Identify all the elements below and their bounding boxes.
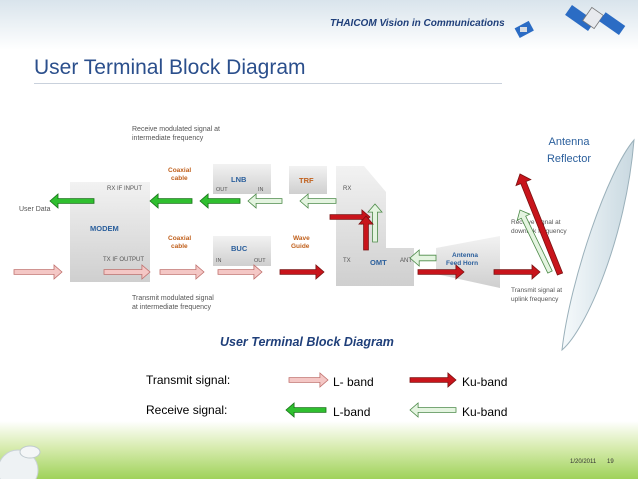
ku-band-transmit-arrow [515, 173, 564, 276]
legend-l-band-receive-label: L-band [333, 405, 371, 419]
trf-label: TRF [299, 176, 314, 185]
omt-rx-label: RX [343, 186, 351, 192]
legend-receive-label: Receive signal: [146, 403, 228, 417]
trf-block [289, 166, 327, 194]
satellite-icon [565, 5, 626, 35]
signal-arrows [13, 173, 564, 418]
satellite-icon [514, 20, 534, 39]
legend-l-band-receive-arrow [285, 402, 327, 418]
receive-note-line-2: intermediate frequency [132, 135, 204, 142]
lnb-out-label: OUT [216, 187, 228, 193]
transmit-note-line-2: at intermediate frequency [132, 304, 211, 311]
ku-band-receive-arrow [367, 203, 383, 243]
ku-band-receive-arrow [299, 193, 337, 209]
legend-ku-band-receive-label: Ku-band [462, 405, 508, 419]
diagram-caption: User Terminal Block Diagram [220, 335, 394, 349]
antenna-reflector-label: Antenna Reflector [534, 134, 604, 168]
lnb-block [213, 164, 271, 194]
rx-if-input-label: RX IF INPUT [107, 186, 142, 192]
header-banner: THAICOM Vision in Communications [0, 0, 638, 50]
modem-label: MODEM [90, 224, 119, 233]
feed-horn-label-1: Antenna [452, 252, 478, 259]
page-title: User Terminal Block Diagram [34, 56, 306, 79]
feed-horn-block [436, 236, 500, 288]
l-band-receive-arrow [199, 193, 241, 209]
buc-out-label: OUT [254, 258, 266, 264]
omt-label: OMT [370, 258, 387, 267]
antenna-label-line-1: Antenna [548, 136, 590, 148]
buc-block [213, 236, 271, 266]
tx-if-output-label: TX IF OUTPUT [103, 257, 144, 263]
l-band-transmit-arrow [159, 264, 205, 280]
wave-guide-label-2: Guide [291, 243, 310, 250]
l-band-transmit-arrow [217, 264, 263, 280]
transmit-note-line-1: Transmit modulated signal [132, 295, 214, 302]
buc-label: BUC [231, 244, 248, 253]
coaxial-label-top-2: cable [171, 175, 188, 182]
legend-ku-band-transmit-arrow [409, 372, 457, 388]
l-band-receive-arrow [49, 193, 95, 209]
ku-band-transmit-arrow [279, 264, 325, 280]
uplink-note-line-2: uplink frequency [511, 296, 559, 303]
title-divider [34, 83, 502, 84]
antenna-label-line-2: Reflector [546, 153, 592, 165]
downlink-note-line-2: downlink frequency [511, 228, 567, 235]
omt-tx-label: TX [343, 258, 351, 264]
footer-date: 1/20/2011 [570, 459, 597, 465]
l-band-transmit-arrow [103, 264, 151, 280]
buc-in-label: IN [216, 258, 222, 264]
user-data-label: User Data [19, 206, 51, 213]
coaxial-label-bottom-2: cable [171, 243, 188, 250]
omt-ant-label: ANT [400, 258, 412, 264]
ku-band-receive-arrow [516, 209, 553, 274]
ku-band-receive-arrow [247, 193, 283, 209]
receive-note-line-1: Receive modulated signal at [132, 126, 220, 133]
legend-transmit-label: Transmit signal: [146, 373, 231, 387]
ku-band-transmit-arrow [417, 264, 465, 280]
feed-horn-label-2: Feed Horn [446, 260, 478, 267]
legend-ku-band-transmit-label: Ku-band [462, 375, 508, 389]
downlink-note-line-1: Receive signal at [511, 219, 561, 226]
footer-page-number: 19 [607, 459, 614, 465]
header-graphics [514, 5, 626, 39]
l-band-receive-arrow [149, 193, 193, 209]
legend-ku-band-receive-arrow [409, 402, 457, 418]
ku-band-receive-arrow [409, 249, 437, 267]
antenna-reflector-dish [561, 138, 635, 352]
legend-l-band-transmit-label: L- band [333, 375, 374, 389]
globe-dish-icon [0, 445, 41, 479]
wave-guide-label-1: Wave [293, 235, 310, 242]
lnb-in-label: IN [258, 187, 264, 193]
coaxial-label-bottom-1: Coaxial [168, 235, 191, 242]
header-tagline: THAICOM Vision in Communications [330, 18, 505, 29]
ku-band-transmit-arrow [358, 215, 374, 251]
ku-band-transmit-arrow [493, 264, 541, 280]
l-band-transmit-arrow [13, 264, 63, 280]
uplink-note-line-1: Transmit signal at [511, 287, 562, 294]
lnb-label: LNB [231, 175, 247, 184]
legend-l-band-transmit-arrow [288, 372, 329, 388]
coaxial-label-top-1: Coaxial [168, 167, 191, 174]
ground-decoration [0, 421, 638, 479]
